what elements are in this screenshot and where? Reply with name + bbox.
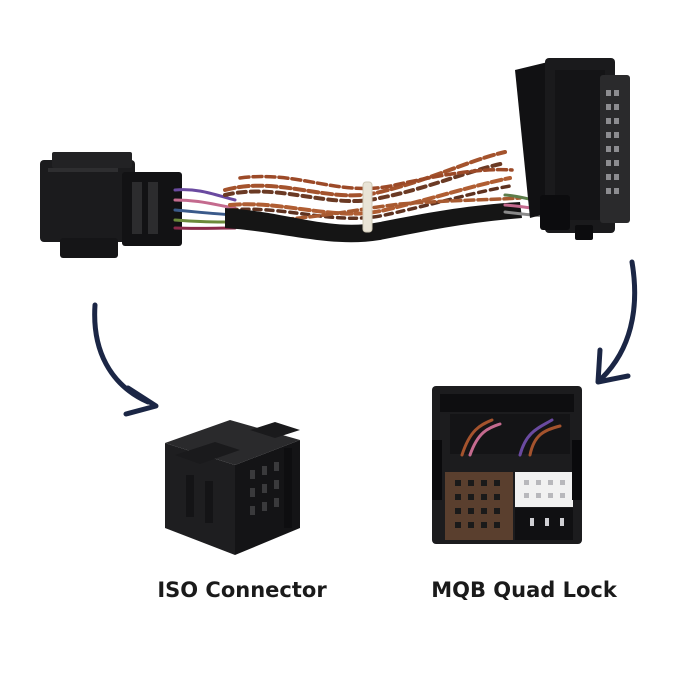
curved-arrow-down-right-icon bbox=[92, 302, 159, 417]
iso-connector-label: ISO Connector bbox=[157, 578, 327, 602]
curved-arrow-down-left-icon bbox=[595, 259, 638, 385]
mqb-quad-lock-image bbox=[432, 386, 582, 544]
harness-iso-plug bbox=[40, 152, 182, 258]
mqb-quad-lock-label: MQB Quad Lock bbox=[431, 578, 617, 602]
wiring-harness bbox=[40, 58, 630, 258]
cable-tie bbox=[362, 181, 373, 233]
iso-connector-image bbox=[165, 420, 300, 555]
harness-sleeve bbox=[225, 202, 522, 243]
harness-quadlock-plug bbox=[515, 58, 630, 240]
twisted-wire-pairs bbox=[223, 150, 522, 222]
